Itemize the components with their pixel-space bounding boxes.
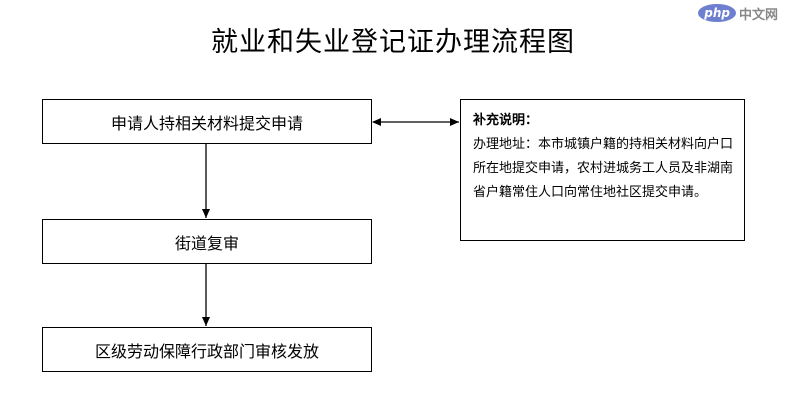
php-logo: php 中文网 [698, 3, 778, 23]
note-title: 补充说明： [473, 113, 539, 128]
diagram-title: 就业和失业登记证办理流程图 [211, 27, 575, 58]
step-label: 区级劳动保障行政部门审核发放 [94, 341, 319, 361]
supplementary-note: 补充说明： 办理地址：本市城镇户籍的持相关材料向户口所在地提交申请，农村进城务工… [460, 99, 745, 241]
step-district-issue: 区级劳动保障行政部门审核发放 [42, 327, 372, 372]
step-submit-application: 申请人持相关材料提交申请 [42, 99, 372, 144]
step-label: 申请人持相关材料提交申请 [110, 113, 303, 133]
php-logo-text: 中文网 [738, 7, 778, 23]
step-label: 街道复审 [174, 233, 239, 253]
php-logo-badge: php [698, 4, 736, 22]
note-body: 办理地址：本市城镇户籍的持相关材料向户口所在地提交申请，农村进城务工人员及非湖南… [473, 137, 734, 200]
step-street-review: 街道复审 [42, 219, 372, 264]
